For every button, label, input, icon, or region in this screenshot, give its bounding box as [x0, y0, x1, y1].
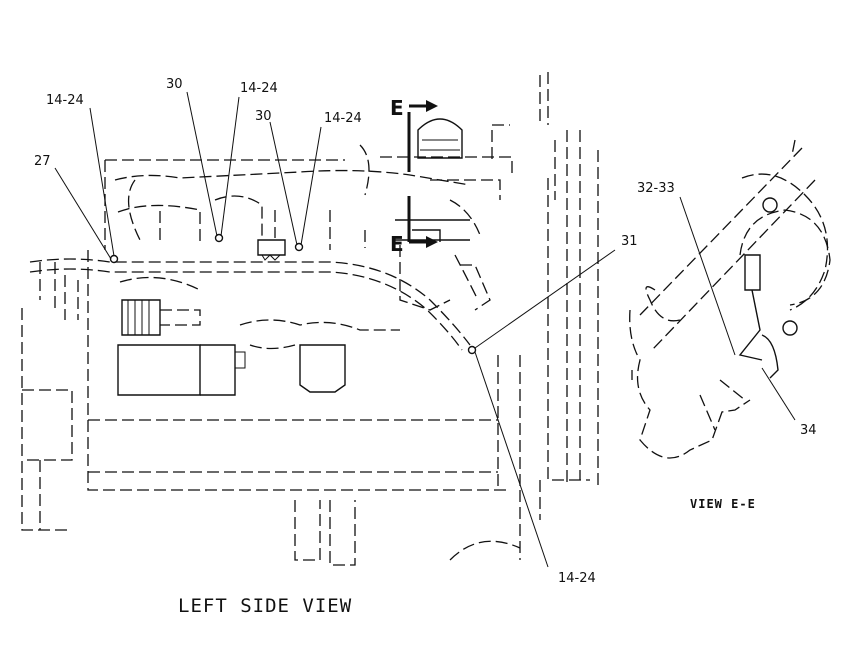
callout-leaders	[54, 91, 796, 568]
callout-27: 27	[34, 154, 51, 169]
callout-14-24-a: 14-24	[46, 93, 84, 108]
engine-left-side-drawing	[21, 72, 599, 566]
view-e-e-drawing	[629, 139, 831, 459]
callout-32-33: 32-33	[637, 181, 675, 196]
callout-30-a: 30	[166, 77, 183, 92]
view-e-e-title: VIEW E-E	[690, 497, 756, 511]
callout-34: 34	[800, 423, 817, 438]
callout-30-b: 30	[255, 109, 272, 124]
callout-14-24-b: 14-24	[240, 81, 278, 96]
callout-14-24-c: 14-24	[324, 111, 362, 126]
section-marker-e-top: E	[390, 96, 404, 120]
section-marker-e-bottom: E	[390, 232, 404, 256]
callout-14-24-d: 14-24	[558, 571, 596, 586]
callout-31: 31	[621, 234, 638, 249]
left-side-view-title: LEFT SIDE VIEW	[178, 595, 353, 617]
section-line-e	[407, 100, 438, 248]
